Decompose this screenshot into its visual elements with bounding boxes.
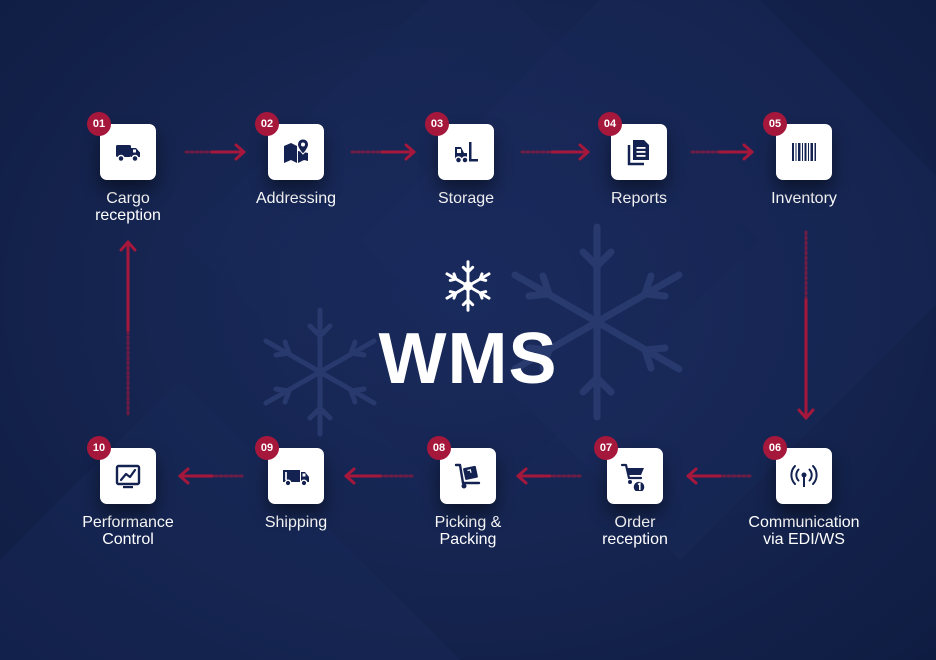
arrow-06-07 <box>686 467 752 485</box>
step-number-badge: 09 <box>255 436 279 460</box>
truck-icon <box>116 145 140 163</box>
step-label: Picking & Packing <box>434 514 502 548</box>
step-icon-box: 08 <box>427 436 496 504</box>
step-number-badge: 04 <box>598 112 622 136</box>
step-icon-box: 10 <box>87 436 156 504</box>
barcode-icon <box>792 143 816 161</box>
map-pin-icon <box>284 138 310 163</box>
arrow-08-09 <box>344 467 414 485</box>
step-cargo-reception: 01 Cargo reception <box>48 112 208 224</box>
step-picking-packing: 08 Picking & Packing <box>388 436 548 548</box>
delivery-truck-icon <box>283 470 309 487</box>
step-storage: 03 Storage <box>386 112 546 207</box>
step-label: Shipping <box>264 514 328 531</box>
step-number-badge: 07 <box>594 436 618 460</box>
step-number-badge: 10 <box>87 436 111 460</box>
step-label: Performance Control <box>82 514 174 548</box>
step-label: Storage <box>437 190 495 207</box>
step-icon-box: 03 <box>425 112 494 180</box>
step-number-badge: 06 <box>763 436 787 460</box>
step-icon-box: 01 <box>87 112 156 180</box>
step-addressing: 02 Addressing <box>216 112 376 207</box>
step-label: Cargo reception <box>95 190 161 224</box>
step-icon-box: 09 <box>255 436 324 504</box>
arrow-01-02 <box>184 143 246 161</box>
step-icon-box: 04 <box>598 112 667 180</box>
step-number-badge: 05 <box>763 112 787 136</box>
step-icon-box: 02 <box>255 112 324 180</box>
step-inventory: 05 Inventory <box>724 112 884 207</box>
arrow-05-06 <box>797 230 815 420</box>
step-label: Communication via EDI/WS <box>748 514 860 548</box>
step-reports: 04 Reports <box>559 112 719 207</box>
step-communication: 06 Communication via EDI/WS <box>724 436 884 548</box>
chart-icon <box>115 464 141 489</box>
arrow-09-10 <box>178 467 244 485</box>
document-icon <box>627 140 649 166</box>
arrow-04-05 <box>690 143 754 161</box>
step-number-badge: 02 <box>255 112 279 136</box>
arrow-10-01 <box>119 240 137 416</box>
step-icon-box: 06 <box>763 436 832 504</box>
step-number-badge: 08 <box>427 436 451 460</box>
step-number-badge: 03 <box>425 112 449 136</box>
step-icon-box: 05 <box>763 112 832 180</box>
snowflake-icon <box>445 260 491 312</box>
forklift-icon <box>454 142 478 164</box>
step-label: Inventory <box>771 190 837 207</box>
step-label: Reports <box>610 190 668 207</box>
diagram-title: WMS <box>378 319 558 399</box>
step-number-badge: 01 <box>87 112 111 136</box>
arrow-07-08 <box>516 467 582 485</box>
step-label: Order reception <box>602 514 668 548</box>
step-label: Addressing <box>255 190 337 207</box>
arrow-03-04 <box>520 143 590 161</box>
step-order-reception: 07 Order reception <box>555 436 715 548</box>
step-performance-control: 10 Performance Control <box>48 436 208 548</box>
step-icon-box: 07 <box>594 436 663 504</box>
step-shipping: 09 Shipping <box>216 436 376 531</box>
signal-icon <box>790 465 818 487</box>
arrow-02-03 <box>350 143 416 161</box>
hand-truck-icon <box>454 463 481 489</box>
cart-icon <box>620 463 646 491</box>
